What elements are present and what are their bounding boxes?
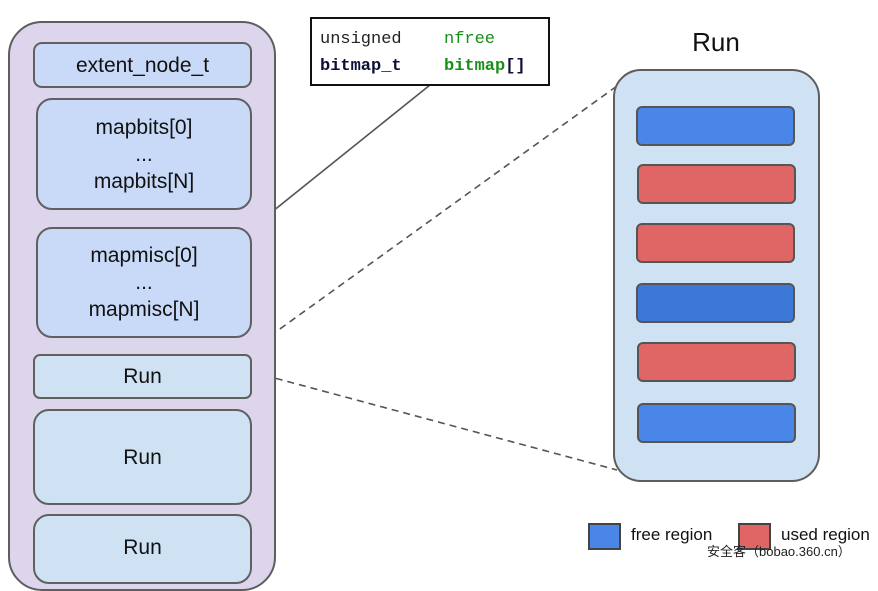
run-block-1: Run xyxy=(33,354,252,399)
code-row-1: unsigned nfree xyxy=(320,26,548,53)
run-label-2: Run xyxy=(123,445,162,469)
code-type-2: bitmap_t xyxy=(320,57,402,76)
legend-free-swatch xyxy=(588,523,621,550)
mapmisc-ellipsis: ... xyxy=(135,271,153,294)
code-field-1: nfree xyxy=(444,30,496,49)
legend-used-label: used region xyxy=(781,525,870,544)
mapbits-first: mapbits[0] xyxy=(95,115,193,139)
region-slot-5 xyxy=(637,342,796,382)
legend-free-label: free region xyxy=(631,525,713,544)
legend-used-swatch xyxy=(738,523,771,550)
code-field-2-brackets: [] xyxy=(505,57,526,76)
region-slot-4 xyxy=(636,283,795,323)
zoom-dashed-line-top xyxy=(240,85,618,358)
region-slot-2 xyxy=(637,164,796,204)
extent-node-header-label: extent_node_t xyxy=(75,53,210,77)
run-block-3: Run xyxy=(33,514,252,584)
mapbits-last: mapbits[N] xyxy=(93,169,195,193)
region-slot-3 xyxy=(636,223,795,263)
code-type-1: unsigned xyxy=(320,30,402,49)
mapmisc-struct-code: unsigned nfree bitmap_t bitmap[] xyxy=(310,17,550,86)
region-slot-6 xyxy=(637,403,796,443)
run-detail-title: Run xyxy=(692,27,740,57)
run-label-3: Run xyxy=(123,536,162,559)
extent-node-header: extent_node_t xyxy=(33,42,252,88)
mapbits-block: mapbits[0] ... mapbits[N] xyxy=(36,98,252,210)
zoom-dashed-line-bottom xyxy=(240,368,618,471)
code-field-2: bitmap xyxy=(444,57,506,76)
mapmisc-last: mapmisc[N] xyxy=(88,298,200,321)
watermark-text: 安全客（bobao.360.cn） xyxy=(707,544,851,559)
mapmisc-block: mapmisc[0] ... mapmisc[N] xyxy=(36,227,252,338)
mapbits-ellipsis: ... xyxy=(135,142,153,166)
run-label-1: Run xyxy=(123,365,162,388)
run-block-2: Run xyxy=(33,409,252,505)
mapmisc-first: mapmisc[0] xyxy=(90,244,198,267)
code-row-2: bitmap_t bitmap[] xyxy=(320,53,548,80)
region-slot-1 xyxy=(636,106,795,146)
